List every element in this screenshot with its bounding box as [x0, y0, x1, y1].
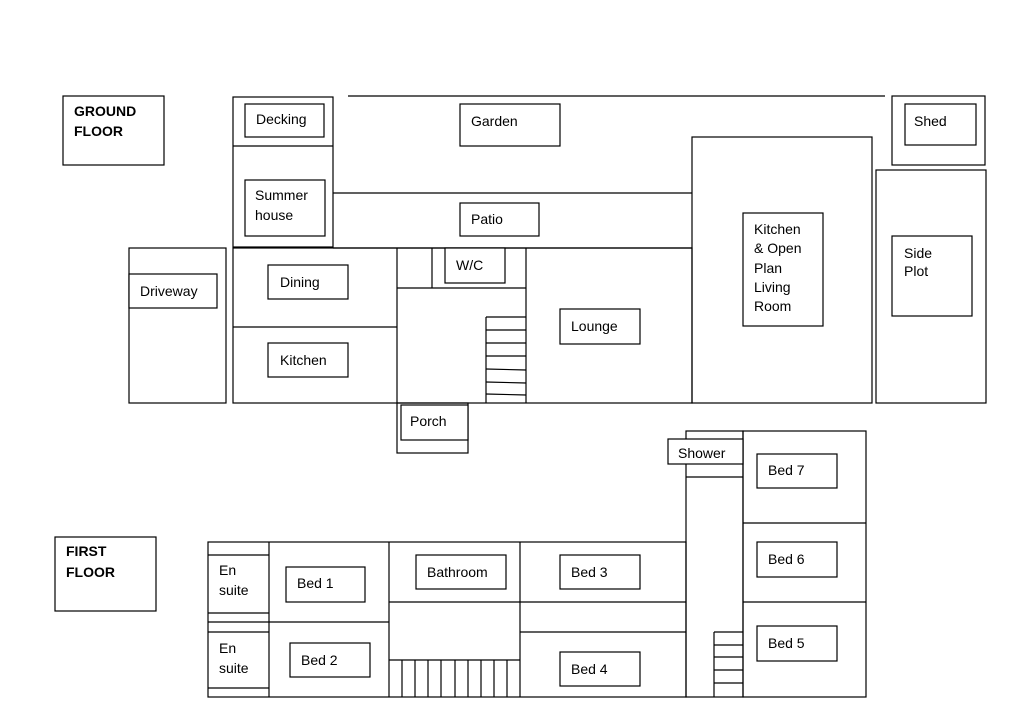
shower-label: Shower	[678, 445, 726, 461]
ground-floor-label-box	[62, 95, 165, 166]
patio-label-box	[459, 202, 540, 237]
bed3-label-box	[559, 554, 641, 590]
side-plot-label-box	[891, 235, 973, 317]
wc-label: W/C	[456, 257, 483, 273]
kitchen-open-plan-label-box	[742, 212, 824, 327]
porch-label-box	[400, 404, 469, 441]
bed4-label-box	[559, 651, 641, 687]
ensuite-top-label-line1: En	[219, 562, 236, 578]
bathroom-label: Bathroom	[427, 564, 488, 580]
bed7-label-box	[756, 453, 838, 489]
bed5-label-box	[756, 625, 838, 662]
bed7-label: Bed 7	[768, 462, 805, 478]
patio-label: Patio	[471, 211, 503, 227]
shed-label: Shed	[914, 113, 947, 129]
dining-label-box	[267, 264, 349, 300]
side-plot-area	[875, 169, 987, 404]
ground-staircase	[485, 316, 527, 403]
bed5-label: Bed 5	[768, 635, 805, 651]
kitchen-open-plan-label-line1: Kitchen	[754, 221, 801, 237]
decking-label: Decking	[256, 111, 307, 127]
bed4-label: Bed 4	[571, 661, 608, 677]
ground-floor-label-line1: GROUND	[74, 103, 136, 119]
ensuite-bottom-label-line2: suite	[219, 660, 249, 676]
decking-summerhouse-area	[232, 96, 334, 248]
summer-house-label-line2: house	[255, 207, 293, 223]
summer-house-label-line1: Summer	[255, 187, 308, 203]
first-floor: FIRST FLOOR Shower	[54, 430, 867, 698]
bed2-label-box	[289, 642, 371, 678]
garden-label-box	[459, 103, 561, 147]
kitchen-open-plan-label-line2: & Open	[754, 240, 801, 256]
ground-floor: GROUND FLOOR Decking Garden Shed Summer …	[62, 95, 987, 454]
shower-label-box	[667, 438, 744, 465]
lounge-label-box	[559, 308, 641, 345]
driveway-label-box	[128, 273, 218, 309]
bed6-label-box	[756, 541, 838, 578]
first-floor-staircase	[401, 660, 508, 697]
summer-house-label-box	[244, 179, 326, 237]
dining-label: Dining	[280, 274, 320, 290]
bed3-label: Bed 3	[571, 564, 608, 580]
decking-label-box	[244, 103, 325, 138]
first-floor-outline	[207, 541, 687, 698]
first-floor-label-line2: FLOOR	[66, 564, 115, 580]
kitchen-open-plan-label-line5: Room	[754, 298, 791, 314]
bed1-label: Bed 1	[297, 575, 334, 591]
kitchen-open-plan-label-line4: Living	[754, 279, 791, 295]
ensuite-bottom-label-line1: En	[219, 640, 236, 656]
bed6-label: Bed 6	[768, 551, 805, 567]
ground-floor-label-line2: FLOOR	[74, 123, 123, 139]
driveway-label: Driveway	[140, 283, 198, 299]
landing-staircase	[713, 631, 743, 697]
garden-label: Garden	[471, 113, 518, 129]
wc-label-box	[444, 247, 506, 284]
first-floor-label-box	[54, 536, 157, 612]
ensuite-top-label-line2: suite	[219, 582, 249, 598]
first-floor-label-line1: FIRST	[66, 543, 107, 559]
shed-label-box	[904, 103, 977, 146]
bathroom-label-box	[415, 554, 507, 590]
bed2-label: Bed 2	[301, 652, 338, 668]
shed-area	[891, 95, 986, 166]
porch-label: Porch	[410, 413, 447, 429]
kitchen-open-plan-label-line3: Plan	[754, 260, 782, 276]
side-plot-label-line1: Side	[904, 245, 932, 261]
lounge-label: Lounge	[571, 318, 618, 334]
bed1-label-box	[285, 566, 366, 603]
kitchen-label-box	[267, 342, 349, 378]
kitchen-label: Kitchen	[280, 352, 327, 368]
side-plot-label-line2: Plot	[904, 263, 928, 279]
driveway-area	[128, 247, 227, 404]
